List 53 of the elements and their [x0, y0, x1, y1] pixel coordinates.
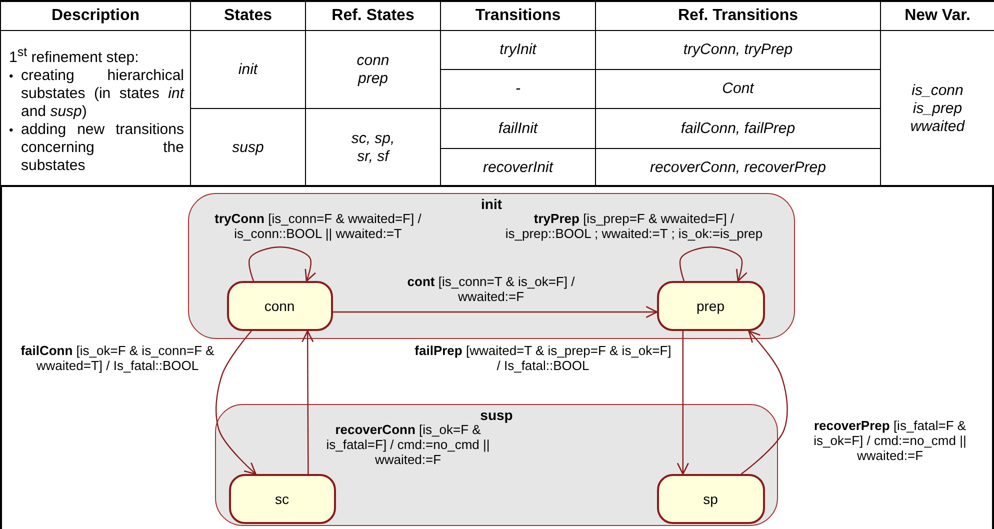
- column-header: Description: [51, 7, 140, 25]
- table-text: Cont: [722, 80, 754, 98]
- table-text: tryConn, tryPrep: [683, 41, 793, 59]
- transition-label: recoverPrep [is_fatal=F & is_ok=F] / cmd:=no_cmd || wwaited:=F: [812, 418, 968, 463]
- transition-label: failPrep [wwaited=T & is_prep=F & is_ok=F] / Is_fatal::BOOL: [414, 343, 672, 373]
- transition-label: failConn [is_ok=F & is_conn=F & wwaited=T] / Is_fatal::BOOL: [20, 343, 216, 373]
- composite-state: [215, 404, 778, 526]
- table-text: is_conn: [912, 82, 964, 100]
- transition-arrow: [302, 330, 314, 474]
- transition-label: cont [is_conn=T & is_ok=F] / wwaited:=F: [406, 274, 576, 304]
- table-text: failInit: [498, 120, 538, 138]
- state-box: [656, 280, 764, 330]
- transition-arrow: [740, 330, 788, 474]
- state-box: [656, 474, 764, 524]
- bullet-text: adding new transitions concerning the substates: [21, 120, 184, 174]
- column-header: Ref. Transitions: [678, 7, 798, 25]
- state-name: sp: [703, 490, 718, 506]
- state-title: susp: [479, 407, 514, 423]
- state-box: [228, 474, 336, 524]
- composite-state: [188, 193, 795, 339]
- table-text: susp: [232, 138, 264, 156]
- bullet-mark: •: [9, 122, 14, 138]
- transition-arrow: [333, 306, 658, 318]
- bullet-mark: •: [9, 68, 14, 84]
- table-text: failConn, failPrep: [680, 120, 796, 138]
- table-text: -: [516, 80, 520, 98]
- state-name: sc: [275, 490, 289, 506]
- transition-arrow: [216, 330, 256, 475]
- table-text: init: [238, 60, 258, 78]
- bullet-text: creating hierarchical substates (in states int and susp): [21, 66, 184, 120]
- transition-arrow: [248, 246, 316, 282]
- table-text: tryInit: [500, 41, 536, 59]
- table-text: wwaited: [910, 118, 965, 136]
- state-name: conn: [264, 298, 295, 314]
- column-header: New Var.: [904, 7, 970, 25]
- transition-arrow: [679, 246, 748, 282]
- transition-label: tryConn [is_conn=F & wwaited=F] / is_conn::BOOL || wwaited:=T: [214, 211, 422, 241]
- transition-label: tryPrep [is_prep=F & wwaited=F] / is_prep::BOOL ; wwaited:=T ; is_ok:=is_prep: [504, 211, 764, 241]
- table-text: prep: [358, 70, 388, 88]
- column-header: Ref. States: [332, 7, 414, 25]
- table-text: conn: [356, 52, 390, 70]
- description-text: 1$^{st}$ refinement step:: [9, 44, 140, 66]
- table-text: is_prep: [912, 100, 962, 118]
- table-text: recoverConn, recoverPrep: [650, 158, 826, 176]
- transition-label: recoverConn [is_ok=F & is_fatal=F] / cmd:=no_cmd || wwaited:=F: [325, 422, 490, 467]
- column-header: States: [224, 7, 272, 25]
- state-name: prep: [696, 298, 725, 314]
- state-title: init: [480, 196, 503, 212]
- column-header: Transitions: [475, 7, 561, 25]
- state-box: [226, 280, 332, 330]
- transition-arrow: [676, 331, 689, 475]
- table-text: recoverInit: [482, 158, 554, 176]
- table-text: sc, sp, sr, sf: [350, 130, 396, 166]
